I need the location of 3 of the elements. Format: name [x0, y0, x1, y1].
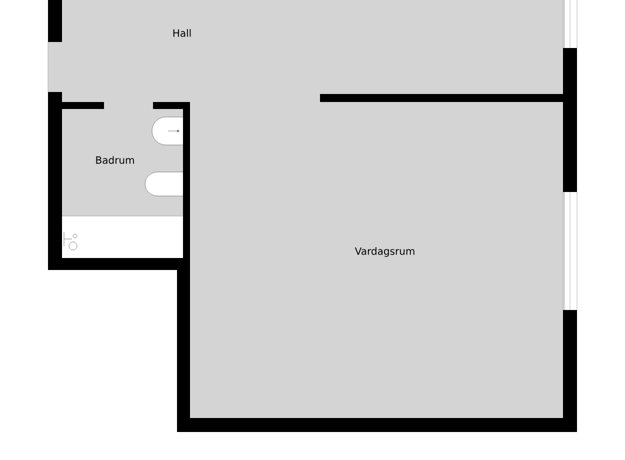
room-label: Badrum	[96, 156, 134, 164]
room-label: Hall	[173, 29, 191, 37]
room-label: Vardagsrum	[354, 247, 414, 257]
